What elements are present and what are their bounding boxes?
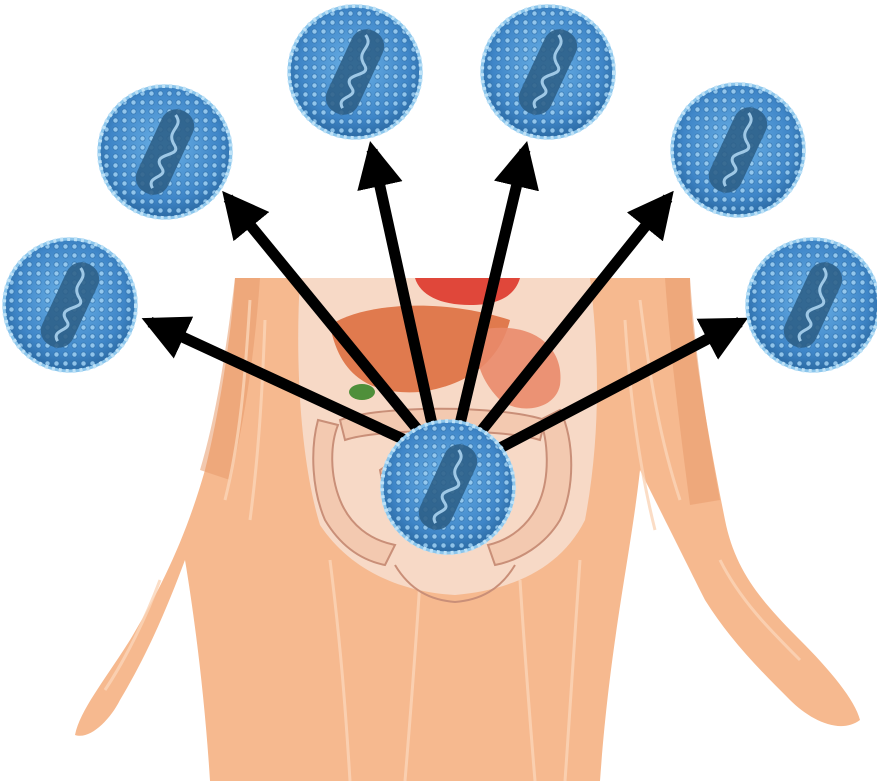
virus-particle-icon — [747, 239, 877, 371]
virus-particle-icon — [482, 6, 614, 138]
virus-particle-icon — [4, 239, 136, 371]
virus-particle-icon — [289, 6, 421, 138]
virus-particle-icon — [99, 86, 231, 218]
virus-particle-icon — [672, 84, 804, 216]
center-virus-particle-icon — [382, 421, 514, 553]
gallbladder-organ — [349, 384, 375, 400]
